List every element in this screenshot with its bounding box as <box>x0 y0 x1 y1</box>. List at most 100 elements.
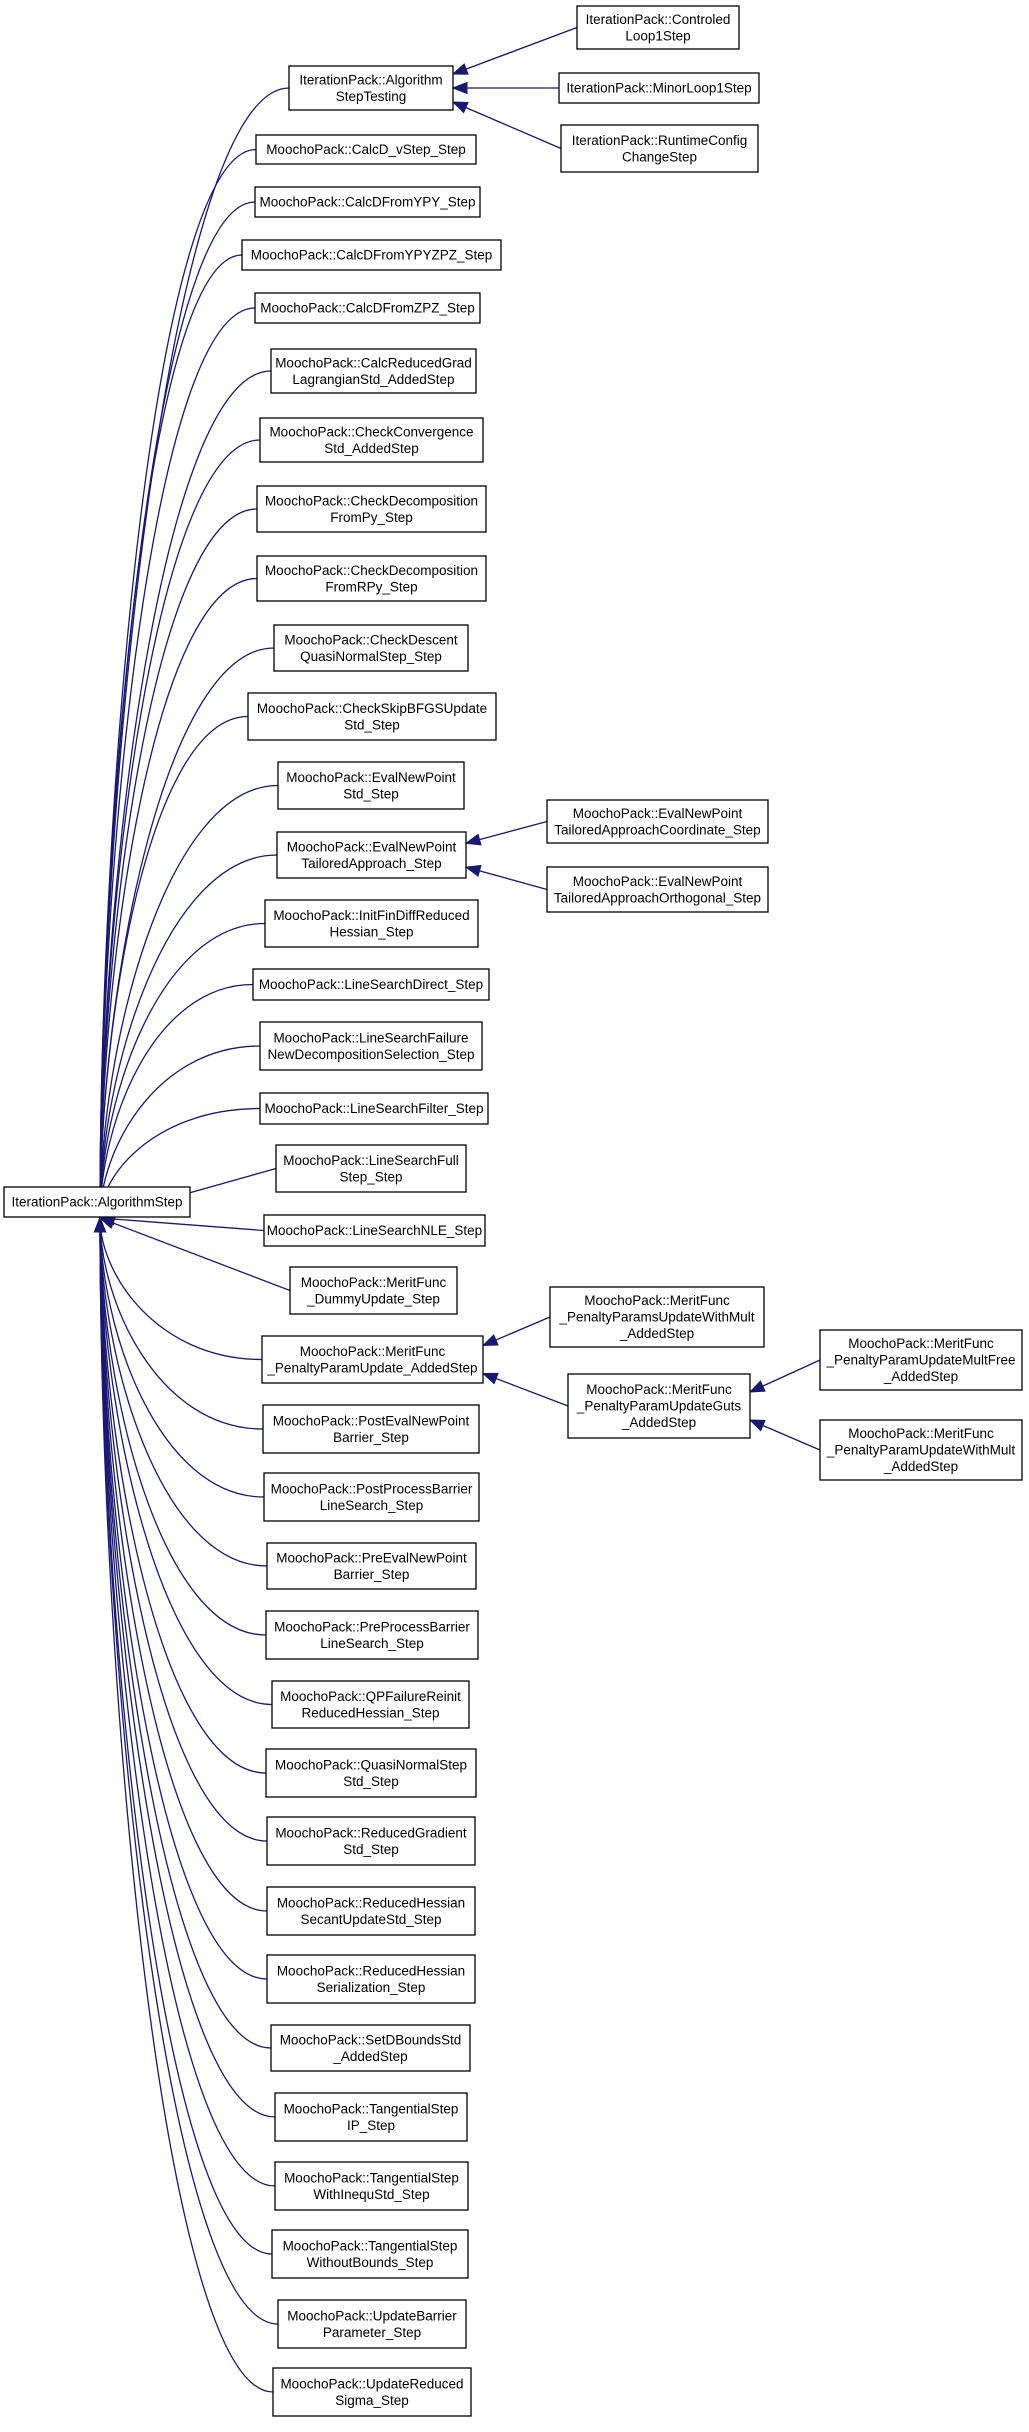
node-merit-func-penalty-params-update-with-mult[interactable]: MoochoPack::MeritFunc_PenaltyParamsUpdat… <box>549 1286 765 1348</box>
node-label-line: QuasiNormalStep_Step <box>300 649 442 664</box>
node-box <box>546 799 769 844</box>
edge-line <box>482 1372 569 1407</box>
node-box <box>259 417 484 463</box>
edge-line <box>99 1217 265 1232</box>
node-label-line: MoochoPack::CheckDecomposition <box>265 563 478 578</box>
edge-controled-loop1-step-to-algorithm-step-testing <box>451 26 578 75</box>
node-label-line: MoochoPack::PreProcessBarrier <box>274 1619 470 1634</box>
node-label-line: MoochoPack::TangentialStep <box>283 2238 458 2253</box>
node-box <box>273 624 469 672</box>
node-line-search-failure[interactable]: MoochoPack::LineSearchFailureNewDecompos… <box>259 1021 483 1071</box>
node-label-line: _PenaltyParamUpdateWithMult <box>826 1443 1016 1458</box>
node-tangential-step-without-bounds[interactable]: MoochoPack::TangentialStepWithoutBounds_… <box>271 2229 469 2279</box>
node-line-search-filter[interactable]: MoochoPack::LineSearchFilter_Step <box>259 1092 489 1125</box>
node-label-line: _AddedStep <box>883 1369 958 1384</box>
node-minor-loop1-step[interactable]: IterationPack::MinorLoop1Step <box>558 72 760 104</box>
node-merit-func-penalty-param-update-with-mult[interactable]: MoochoPack::MeritFunc_PenaltyParamUpdate… <box>819 1419 1023 1481</box>
edge-line <box>99 439 261 1219</box>
node-calc-d-vstep-step[interactable]: MoochoPack::CalcD_vStep_Step <box>255 134 477 165</box>
node-label-line: MoochoPack::InitFinDiffReduced <box>273 908 469 923</box>
node-label-line: LineSearch_Step <box>320 1498 424 1513</box>
node-label-line: MoochoPack::ReducedHessian <box>277 1963 465 1978</box>
node-label-line: MoochoPack::QuasiNormalStep <box>275 1757 467 1772</box>
node-check-decomposition-from-py[interactable]: MoochoPack::CheckDecompositionFromPy_Ste… <box>256 485 487 533</box>
node-calc-d-from-zpz-step[interactable]: MoochoPack::CalcDFromZPZ_Step <box>254 292 481 324</box>
node-label-line: Std_Step <box>344 717 400 732</box>
node-merit-func-penalty-param-update-guts[interactable]: MoochoPack::MeritFunc_PenaltyParamUpdate… <box>567 1373 751 1439</box>
node-merit-func-penalty-param-update-mult-free[interactable]: MoochoPack::MeritFunc_PenaltyParamUpdate… <box>819 1329 1023 1391</box>
edge-line-search-direct-to-algorithm-step <box>93 983 254 1220</box>
node-label-line: TailoredApproachOrthogonal_Step <box>554 890 761 905</box>
node-label-line: StepTesting <box>336 89 407 104</box>
node-box <box>265 1748 477 1798</box>
node-label-line: MoochoPack::UpdateReduced <box>280 2376 463 2391</box>
node-box <box>266 1816 476 1866</box>
node-set-d-bounds-std[interactable]: MoochoPack::SetDBoundsStd_AddedStep <box>270 2024 471 2072</box>
node-label-line: _PenaltyParamUpdateMultFree <box>825 1353 1015 1368</box>
node-merit-func-penalty-param-update[interactable]: MoochoPack::MeritFunc_PenaltyParamUpdate… <box>261 1335 484 1384</box>
node-merit-func-dummy-update[interactable]: MoochoPack::MeritFunc_DummyUpdate_Step <box>289 1266 458 1315</box>
node-label-line: MoochoPack::CalcD_vStep_Step <box>266 142 466 157</box>
node-eval-new-point-tailored-coordinate[interactable]: MoochoPack::EvalNewPointTailoredApproach… <box>546 799 769 844</box>
edge-line <box>99 1217 265 1498</box>
node-tangential-step-with-inequ[interactable]: MoochoPack::TangentialStepWithInequStd_S… <box>274 2161 469 2211</box>
node-box <box>277 761 465 810</box>
node-box <box>277 2299 467 2349</box>
edge-reduced-hessian-serialization-to-algorithm-step <box>93 1216 268 1980</box>
node-box <box>276 831 467 879</box>
node-calc-d-from-ypyzpz-step[interactable]: MoochoPack::CalcDFromYPYZPZ_Step <box>241 239 502 271</box>
node-eval-new-point-tailored[interactable]: MoochoPack::EvalNewPointTailoredApproach… <box>276 831 467 879</box>
node-box <box>576 5 740 50</box>
edge-line <box>99 1217 274 2393</box>
node-algorithm-step[interactable]: IterationPack::AlgorithmStep <box>3 1186 191 1218</box>
node-pre-process-barrier-line-search[interactable]: MoochoPack::PreProcessBarrierLineSearch_… <box>265 1610 479 1660</box>
edge-update-reduced-sigma-to-algorithm-step <box>93 1216 274 2393</box>
node-calc-d-from-ypy-step[interactable]: MoochoPack::CalcDFromYPY_Step <box>254 186 481 218</box>
node-check-decomposition-from-rpy[interactable]: MoochoPack::CheckDecompositionFromRPy_St… <box>256 555 487 602</box>
node-reduced-hessian-secant-update[interactable]: MoochoPack::ReducedHessianSecantUpdateSt… <box>266 1886 476 1936</box>
node-check-convergence[interactable]: MoochoPack::CheckConvergenceStd_AddedSte… <box>259 417 484 463</box>
node-init-fin-diff-reduced-hessian[interactable]: MoochoPack::InitFinDiffReducedHessian_St… <box>264 899 479 948</box>
node-eval-new-point-tailored-orthogonal[interactable]: MoochoPack::EvalNewPointTailoredApproach… <box>546 866 769 913</box>
node-post-process-barrier-line-search[interactable]: MoochoPack::PostProcessBarrierLineSearch… <box>263 1472 480 1522</box>
node-box <box>819 1329 1023 1391</box>
node-reduced-hessian-serialization[interactable]: MoochoPack::ReducedHessianSerialization_… <box>266 1954 476 2004</box>
node-label-line: WithInequStd_Step <box>313 2187 429 2202</box>
node-line-search-nle[interactable]: MoochoPack::LineSearchNLE_Step <box>263 1214 486 1247</box>
node-label-line: MoochoPack::CheckDescent <box>284 632 458 647</box>
node-box <box>263 1214 486 1247</box>
node-label-line: MoochoPack::PostEvalNewPoint <box>273 1413 470 1428</box>
node-check-descent-quasi-normal[interactable]: MoochoPack::CheckDescentQuasiNormalStep_… <box>273 624 469 672</box>
node-label-line: FromPy_Step <box>330 510 413 525</box>
node-label-line: NewDecompositionSelection_Step <box>267 1047 474 1062</box>
node-qp-failure-reinit-reduced-hessian[interactable]: MoochoPack::QPFailureReinitReducedHessia… <box>271 1680 470 1729</box>
node-box <box>256 485 487 533</box>
node-label-line: _PenaltyParamUpdate_AddedStep <box>266 1360 477 1375</box>
edge-post-eval-new-point-barrier-to-algorithm-step <box>93 1216 264 1430</box>
node-label-line: MoochoPack::MeritFunc <box>586 1382 732 1397</box>
nodes-layer: IterationPack::AlgorithmStep IterationPac… <box>3 5 1023 2417</box>
node-box <box>263 1472 480 1522</box>
edge-line <box>99 1217 273 1706</box>
node-label-line: Step_Step <box>339 1169 402 1184</box>
node-calc-reduced-grad-lagrangian[interactable]: MoochoPack::CalcReducedGradLagrangianStd… <box>270 348 477 394</box>
edge-line <box>99 1217 276 2187</box>
edge-pre-eval-new-point-barrier-to-algorithm-step <box>93 1216 268 1567</box>
node-label-line: _AddedStep <box>619 1326 694 1341</box>
node-line-search-direct[interactable]: MoochoPack::LineSearchDirect_Step <box>252 968 490 1001</box>
node-box <box>266 1542 477 1590</box>
node-label-line: MoochoPack::EvalNewPoint <box>287 839 457 854</box>
